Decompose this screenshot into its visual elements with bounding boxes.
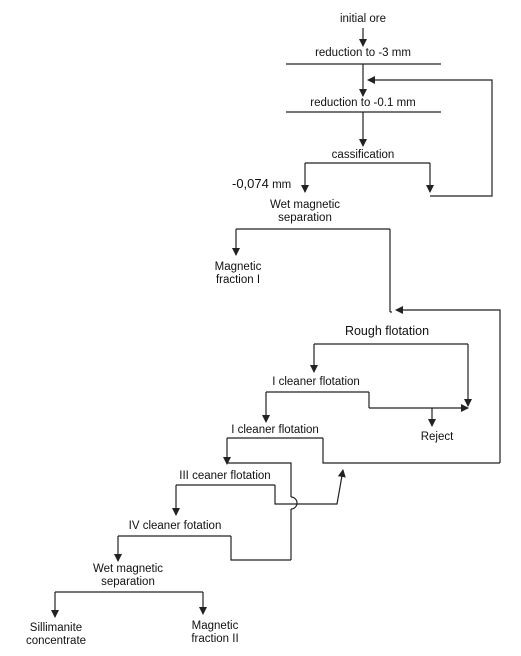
cleaner3-tail-arrow (274, 469, 346, 505)
label-classification: cassification (331, 149, 395, 161)
label-wet-magnetic-1: Wet magnetic separation (269, 199, 341, 224)
label-magnetic-fraction-1: Magnetic fraction I (214, 261, 262, 286)
label-cleaner-1b: I cleaner flotation (231, 424, 319, 436)
cleaner3-internal-loop (227, 462, 292, 497)
label-wet-magnetic-2: Wet magnetic separation (92, 563, 164, 588)
cleaner4-tail (230, 536, 291, 561)
size-fraction-value: -0,074 (232, 176, 269, 191)
label-reduction-01mm: reduction to -0.1 mm (310, 97, 416, 109)
cleaner1b-tail-loop (322, 438, 500, 464)
recycle-loop (367, 76, 493, 197)
label-cleaner-4: IV cleaner fotation (128, 520, 222, 532)
label-cleaner-1a: I cleaner flotation (272, 376, 360, 388)
crossover-hop (290, 496, 298, 510)
label-sillimanite-concentrate: Sillimanite concentrate (25, 622, 87, 647)
label-reject: Reject (420, 431, 454, 443)
label-cleaner-3: III ceaner flotation (179, 470, 271, 482)
label-size-fraction: -0,074 mm (232, 177, 291, 192)
rough-flotation-feed-loop (395, 306, 501, 463)
label-initial-ore: initial ore (339, 13, 387, 25)
label-reduction-3mm: reduction to -3 mm (315, 47, 411, 59)
label-rough-flotation: Rough flotation (344, 324, 430, 338)
label-magnetic-fraction-2: Magnetic fraction II (191, 620, 239, 645)
size-fraction-unit: mm (272, 179, 292, 191)
